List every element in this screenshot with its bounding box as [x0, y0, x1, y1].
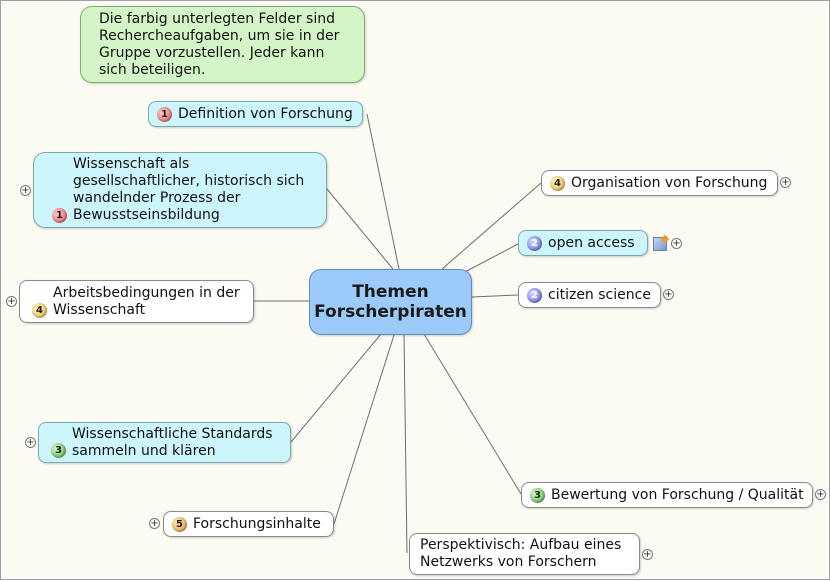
expand-perspektivisch-icon[interactable]: +	[642, 549, 653, 560]
topic-label: open access	[548, 234, 635, 251]
priority-2-icon: 2	[527, 235, 542, 251]
priority-1-icon: 1	[157, 106, 172, 122]
connector-forschungsinhalte	[333, 334, 395, 525]
topic-standards[interactable]: 3 Wissenschaftliche Standards sammeln un…	[38, 422, 291, 463]
topic-label: Wissenschaft als gesellschaftlicher, his…	[73, 156, 305, 223]
topic-citizen-science[interactable]: 2 citizen science	[518, 282, 661, 308]
connector-definition	[366, 113, 400, 270]
connector-citizen	[471, 294, 519, 298]
expand-organisation-icon[interactable]: +	[780, 177, 791, 188]
connector-standards	[290, 333, 382, 443]
expand-forschungsinhalte-icon[interactable]: +	[149, 518, 160, 529]
connector-perspektivisch	[403, 334, 408, 554]
topic-label: Perspektivisch: Aufbau eines Netzwerks v…	[420, 537, 622, 570]
priority-1-icon: 1	[52, 208, 67, 223]
expand-wissenschaft-icon[interactable]: +	[20, 185, 31, 196]
topic-label: Bewertung von Forschung / Qualität	[551, 486, 804, 503]
topic-label: Forschungsinhalte	[193, 515, 321, 532]
attachment-link-icon[interactable]	[653, 237, 667, 251]
priority-5-icon: 5	[172, 516, 187, 532]
connector-openaccess	[462, 243, 519, 274]
topic-label: Definition von Forschung	[178, 105, 353, 122]
priority-4-icon: 4	[550, 175, 565, 191]
connector-wissenschaft	[326, 188, 394, 270]
topic-perspektivisch[interactable]: Perspektivisch: Aufbau eines Netzwerks v…	[409, 533, 640, 575]
topic-definition[interactable]: 1 Definition von Forschung	[148, 101, 363, 127]
topic-wissenschaft[interactable]: 1 Wissenschaft als gesellschaftlicher, h…	[33, 152, 327, 228]
note-box[interactable]: Die farbig unterlegten Felder sind Reche…	[80, 6, 365, 83]
topic-label: citizen science	[548, 286, 651, 303]
topic-label: Wissenschaftliche Standards sammeln und …	[72, 425, 273, 459]
expand-open-access-icon[interactable]: +	[671, 238, 682, 249]
topic-open-access[interactable]: 2 open access	[518, 230, 648, 256]
priority-3-icon: 3	[530, 487, 545, 503]
topic-label: Organisation von Forschung	[571, 174, 768, 191]
topic-organisation[interactable]: 4 Organisation von Forschung	[541, 170, 778, 196]
expand-bewertung-icon[interactable]: +	[815, 489, 826, 500]
priority-4-icon: 4	[32, 303, 47, 318]
central-topic[interactable]: Themen Forscherpiraten	[309, 269, 472, 335]
note-text: Die farbig unterlegten Felder sind Reche…	[99, 10, 340, 78]
priority-2-icon: 2	[527, 287, 542, 303]
expand-standards-icon[interactable]: +	[25, 437, 36, 448]
topic-forschungsinhalte[interactable]: 5 Forschungsinhalte	[163, 511, 334, 537]
topic-arbeitsbedingungen[interactable]: 4 Arbeitsbedingungen in der Wissenschaft	[19, 280, 254, 323]
connector-organisation	[441, 182, 542, 270]
expand-citizen-science-icon[interactable]: +	[663, 289, 674, 300]
central-topic-line2: Forscherpiraten	[314, 302, 467, 322]
expand-arbeitsbedingungen-icon[interactable]: +	[6, 296, 17, 307]
topic-bewertung[interactable]: 3 Bewertung von Forschung / Qualität	[521, 482, 813, 508]
topic-label: Arbeitsbedingungen in der Wissenschaft	[53, 284, 240, 318]
central-topic-line1: Themen	[352, 282, 429, 302]
priority-3-icon: 3	[51, 443, 66, 458]
connector-bewertung	[423, 333, 522, 495]
